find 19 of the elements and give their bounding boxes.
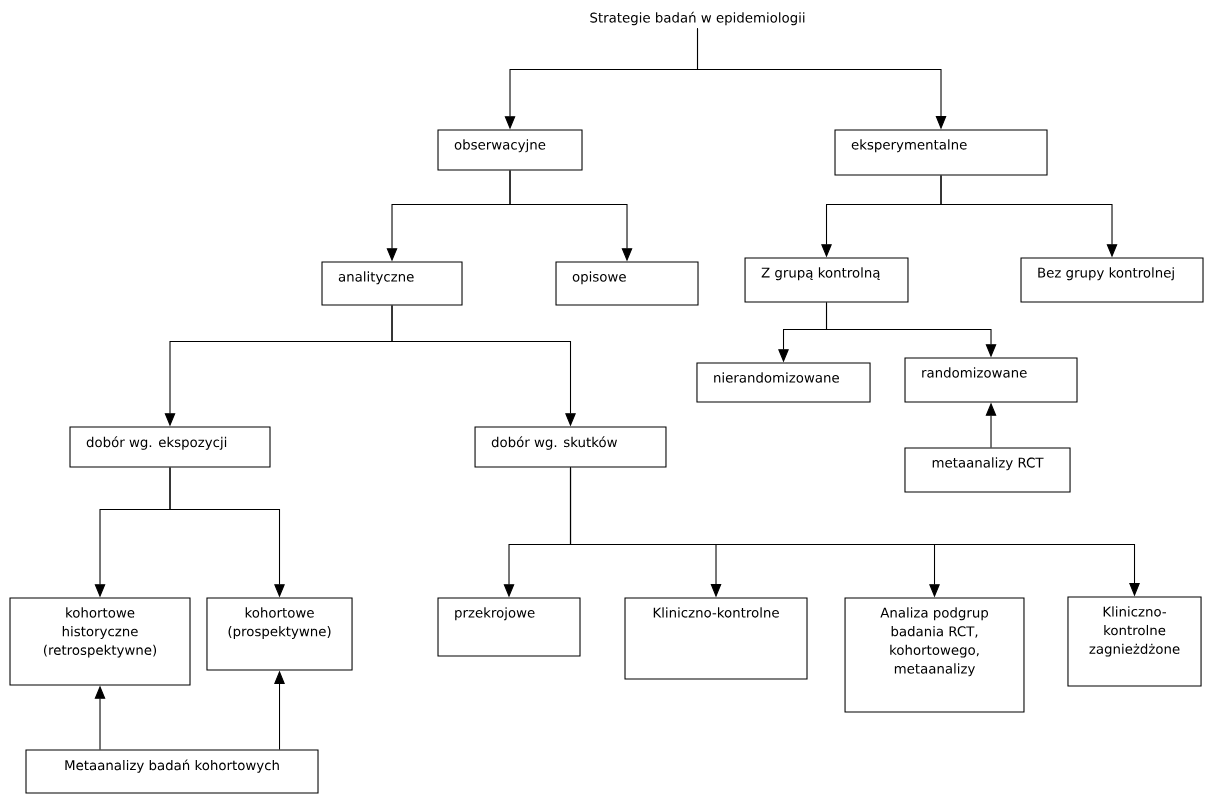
category-box: Kliniczno-kontrolne	[624, 597, 808, 680]
category-box: opisowe	[555, 261, 699, 306]
category-box: obserwacyjne	[437, 129, 583, 171]
category-box: Bez grupy kontrolnej	[1020, 257, 1204, 303]
category-box: Z grupą kontrolną	[744, 257, 909, 303]
category-box: metaanalizy RCT	[904, 447, 1071, 493]
category-box: eksperymentalne	[834, 129, 1048, 176]
category-box: dobór wg. skutków	[474, 426, 667, 468]
category-box: kohortowe historyczne (retrospektywne)	[9, 597, 191, 686]
category-box: randomizowane	[904, 357, 1078, 403]
category-box: dobór wg. ekspozycji	[69, 426, 271, 468]
category-box: Analiza podgrup badania RCT, kohortowego, metaanalizy	[844, 597, 1025, 713]
category-box: Metaanalizy badań kohortowych	[25, 749, 319, 794]
title-text: Strategie badań w epidemiologii	[590, 11, 805, 26]
category-box: analityczne	[321, 261, 463, 306]
category-box: przekrojowe	[437, 597, 581, 657]
category-box: Kliniczno- kontrolne zagnieżdżone	[1067, 596, 1202, 687]
category-box: nierandomizowane	[696, 362, 871, 403]
category-box: kohortowe (prospektywne)	[206, 597, 353, 671]
